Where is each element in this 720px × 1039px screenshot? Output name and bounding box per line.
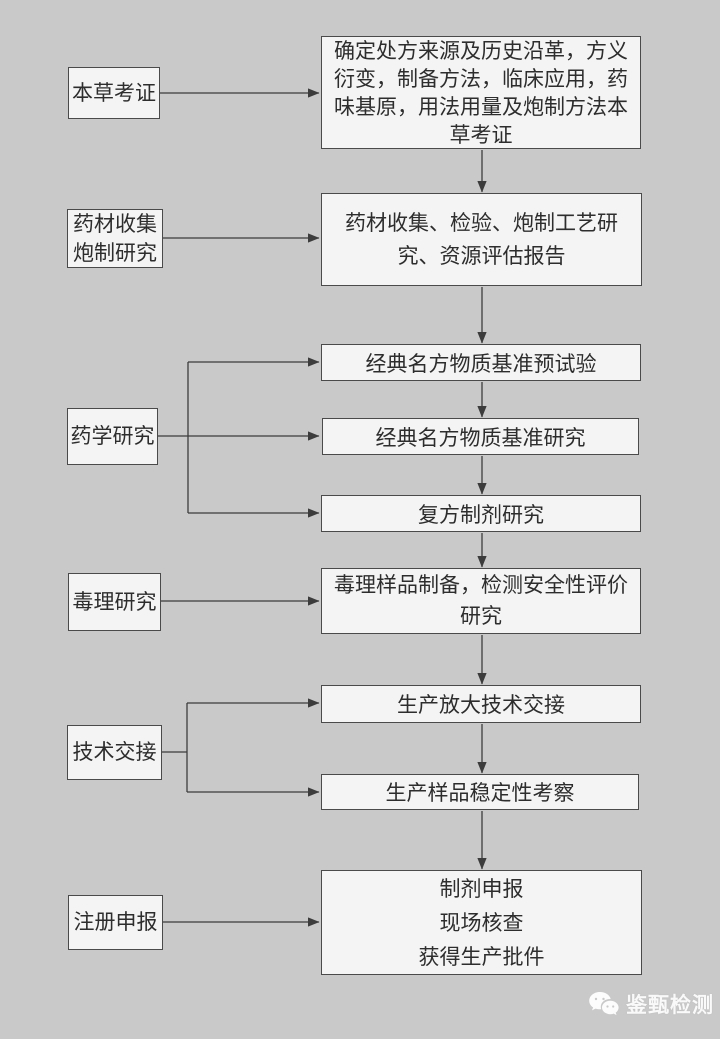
step-label: 生产放大技术交接 (397, 693, 565, 717)
step-box-benchmark-research: 经典名方物质基准研究 (322, 418, 639, 455)
stage-label: 技术交接 (72, 740, 157, 764)
step-label: 药材收集、检验、炮制工艺研 究、资源评估报告 (345, 210, 618, 268)
wechat-chat-bubbles-icon (589, 991, 619, 1015)
step-box-scaleup-tech-transfer: 生产放大技术交接 (321, 685, 641, 723)
stage-label: 药学研究 (70, 424, 155, 448)
step-label: 制剂申报 现场核查 获得生产批件 (418, 876, 545, 969)
watermark: 鉴甄检测 (588, 989, 714, 1019)
stage-label: 注册申报 (73, 910, 158, 934)
step-box-production-sample-stability: 生产样品稳定性考察 (321, 774, 639, 810)
step-box-toxicology-sample-safety: 毒理样品制备，检测安全性评价 研究 (321, 568, 641, 634)
step-label: 毒理样品制备，检测安全性评价 研究 (334, 573, 628, 628)
stage-box-toxicology-research: 毒理研究 (68, 573, 161, 631)
step-box-filing-inspection-approval: 制剂申报 现场核查 获得生产批件 (321, 870, 642, 975)
step-label: 经典名方物质基准预试验 (365, 351, 597, 376)
step-label: 经典名方物质基准研究 (375, 425, 586, 450)
stage-label: 药材收集 炮制研究 (73, 211, 157, 265)
stage-box-pharmaceutical-research: 药学研究 (67, 408, 158, 465)
step-box-benchmark-pretest: 经典名方物质基准预试验 (321, 344, 641, 381)
stage-label: 本草考证 (72, 80, 156, 105)
stage-box-registration-application: 注册申报 (68, 895, 163, 950)
stage-box-technology-transfer: 技术交接 (67, 725, 162, 780)
step-box-prescription-source-research: 确定处方来源及历史沿革，方义 衍变，制备方法，临床应用，药 味基原，用法用量及炮… (321, 36, 641, 149)
step-label: 确定处方来源及历史沿革，方义 衍变，制备方法，临床应用，药 味基原，用法用量及炮… (334, 38, 628, 147)
step-label: 生产样品稳定性考察 (385, 781, 575, 805)
stage-label: 毒理研究 (72, 589, 157, 614)
step-box-compound-preparation-research: 复方制剂研究 (321, 495, 641, 532)
step-label: 复方制剂研究 (418, 502, 544, 527)
stage-box-material-collection-processing: 药材收集 炮制研究 (67, 209, 163, 268)
step-box-material-collection-inspection: 药材收集、检验、炮制工艺研 究、资源评估报告 (321, 193, 642, 286)
stage-box-herbal-textual-research: 本草考证 (68, 67, 160, 119)
watermark-brand-text: 鉴甄检测 (626, 993, 714, 1017)
